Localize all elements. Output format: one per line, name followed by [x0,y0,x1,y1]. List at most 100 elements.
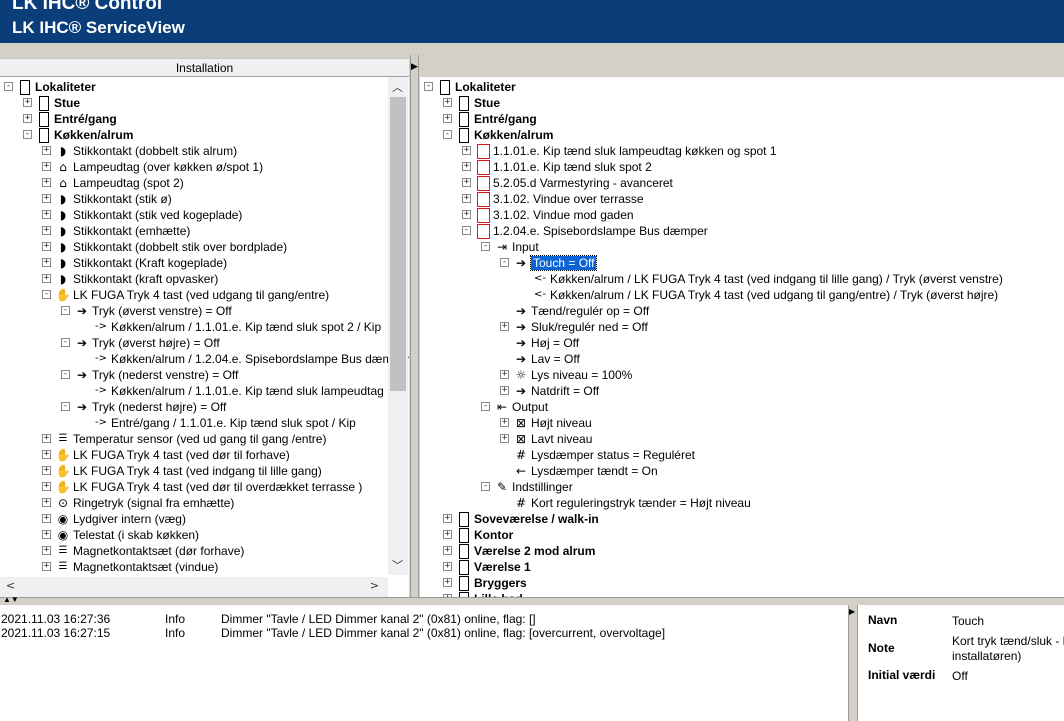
collapse-icon[interactable]: - [424,81,433,91]
tree-row[interactable]: +Lille bad [420,591,1064,597]
expand-icon[interactable]: + [42,177,51,187]
tree-row[interactable]: ->Entré/gang / 1.1.01.e. Kip tænd sluk s… [0,415,409,431]
tree-row[interactable]: +Soveværelse / walk-in [420,511,1064,527]
expand-icon[interactable]: + [42,273,51,283]
expand-icon[interactable]: + [500,385,509,395]
expand-icon[interactable]: + [42,241,51,251]
expand-icon[interactable]: + [443,513,452,523]
collapse-icon[interactable]: - [443,129,452,139]
tree-row[interactable]: ➔Tænd/regulér op = Off [420,303,1064,319]
expand-icon[interactable]: + [462,193,471,203]
tree-row[interactable]: +◗Stikkontakt (emhætte) [0,223,409,239]
tree-row[interactable]: +5.2.05.d Varmestyring - avanceret [420,175,1064,191]
collapse-icon[interactable]: - [500,257,509,267]
tree-row[interactable]: +⊠Lavt niveau [420,431,1064,447]
collapse-icon[interactable]: - [42,289,51,299]
expand-icon[interactable]: + [42,545,51,555]
expand-icon[interactable]: + [42,209,51,219]
bottom-collapse-arrow[interactable]: ▶ [849,607,856,616]
expand-icon[interactable]: + [443,529,452,539]
expand-icon[interactable]: + [462,161,471,171]
tree-row[interactable]: #Kort reguleringstryk tænder = Højt nive… [420,495,1064,511]
expand-icon[interactable]: + [462,145,471,155]
expand-icon[interactable]: + [462,209,471,219]
expand-icon[interactable]: + [42,465,51,475]
tree-row[interactable]: ➔Høj = Off [420,335,1064,351]
tree-row[interactable]: -⇥Input [420,239,1064,255]
tree-row[interactable]: ←Lysdæmper tændt = On [420,463,1064,479]
tree-row[interactable]: +➔Sluk/regulér ned = Off [420,319,1064,335]
expand-icon[interactable]: + [42,225,51,235]
tree-row[interactable]: -Køkken/alrum [0,127,409,143]
tree-row[interactable]: -Lokaliteter [0,79,409,95]
collapse-icon[interactable]: - [61,305,70,315]
tree-row[interactable]: -✋LK FUGA Tryk 4 tast (ved udgang til ga… [0,287,409,303]
tree-row[interactable]: +Værelse 1 [420,559,1064,575]
tree-row[interactable]: +Entré/gang [420,111,1064,127]
tree-row[interactable]: -⇤Output [420,399,1064,415]
collapse-icon[interactable]: - [481,241,490,251]
tree-row[interactable]: -➔Tryk (øverst venstre) = Off [0,303,409,319]
tree-row[interactable]: -➔Tryk (øverst højre) = Off [0,335,409,351]
tree-row[interactable]: -Køkken/alrum [420,127,1064,143]
tree-row[interactable]: +◉Telestat (i skab køkken) [0,527,409,543]
tree-row[interactable]: +◗Stikkontakt (dobbelt stik over bordpla… [0,239,409,255]
expand-icon[interactable]: + [500,369,509,379]
tree-row[interactable]: -➔Tryk (nederst venstre) = Off [0,367,409,383]
tree-row[interactable]: +⊙Ringetryk (signal fra emhætte) [0,495,409,511]
tree-row[interactable]: +⊠Højt niveau [420,415,1064,431]
collapse-icon[interactable]: - [4,81,13,91]
collapse-icon[interactable]: - [61,337,70,347]
tree-row[interactable]: -Lokaliteter [420,79,1064,95]
tree-row[interactable]: +Kontor [420,527,1064,543]
tree-row[interactable]: +Stue [0,95,409,111]
expand-icon[interactable]: + [42,513,51,523]
tree-row[interactable]: +◗Stikkontakt (dobbelt stik alrum) [0,143,409,159]
left-vertical-scrollbar[interactable]: ︿ ﹀ [388,77,408,575]
scroll-thumb[interactable] [390,97,406,391]
splitter-arrows-icon[interactable]: ▲▼ [3,595,19,604]
expand-icon[interactable]: + [42,449,51,459]
scroll-right-icon[interactable]: > [369,579,380,592]
expand-icon[interactable]: + [443,113,452,123]
tree-row[interactable]: -✎Indstillinger [420,479,1064,495]
tree-row[interactable]: +◗Stikkontakt (stik ø) [0,191,409,207]
tree-row[interactable]: +☰Temperatur sensor (ved ud gang til gan… [0,431,409,447]
right-collapse-arrow[interactable]: ▶ [411,61,418,71]
expand-icon[interactable]: + [443,97,452,107]
expand-icon[interactable]: + [42,433,51,443]
vertical-splitter[interactable] [410,55,419,600]
tree-row[interactable]: #Lysdæmper status = Reguléret [420,447,1064,463]
expand-icon[interactable]: + [42,193,51,203]
expand-icon[interactable]: + [42,529,51,539]
expand-icon[interactable]: + [42,481,51,491]
expand-icon[interactable]: + [42,257,51,267]
expand-icon[interactable]: + [443,545,452,555]
scroll-left-icon[interactable]: < [5,579,16,592]
tree-row[interactable]: +Værelse 2 mod alrum [420,543,1064,559]
tree-row[interactable]: +✋LK FUGA Tryk 4 tast (ved dør til forha… [0,447,409,463]
expand-icon[interactable]: + [42,561,51,571]
tree-row[interactable]: +➔Natdrift = Off [420,383,1064,399]
prop-name-value[interactable]: Touch [952,614,985,628]
tree-row[interactable]: +3.1.02. Vindue mod gaden [420,207,1064,223]
tree-row[interactable]: -1.2.04.e. Spisebordslampe Bus dæmper [420,223,1064,239]
collapse-icon[interactable]: - [481,481,490,491]
tree-row[interactable]: +Bryggers [420,575,1064,591]
tree-row[interactable]: +◗Stikkontakt (stik ved kogeplade) [0,207,409,223]
prop-note-value-2[interactable]: installatøren) [952,649,1022,663]
tree-row[interactable]: +☼Lys niveau = 100% [420,367,1064,383]
collapse-icon[interactable]: - [23,129,32,139]
scroll-down-icon[interactable]: ﹀ [392,559,403,572]
prop-initial-value[interactable]: Off [952,669,968,683]
tree-row[interactable]: +⌂Lampeudtag (spot 2) [0,175,409,191]
tree-row[interactable]: ➔Lav = Off [420,351,1064,367]
tree-row[interactable]: +◉Lydgiver intern (væg) [0,511,409,527]
tree-row[interactable]: -➔Touch = Off [420,255,1064,271]
collapse-icon[interactable]: - [462,225,471,235]
expand-icon[interactable]: + [42,161,51,171]
tree-row[interactable]: +3.1.02. Vindue over terrasse [420,191,1064,207]
tree-row[interactable]: +Entré/gang [0,111,409,127]
tree-row[interactable]: +Stue [420,95,1064,111]
collapse-icon[interactable]: - [481,401,490,411]
